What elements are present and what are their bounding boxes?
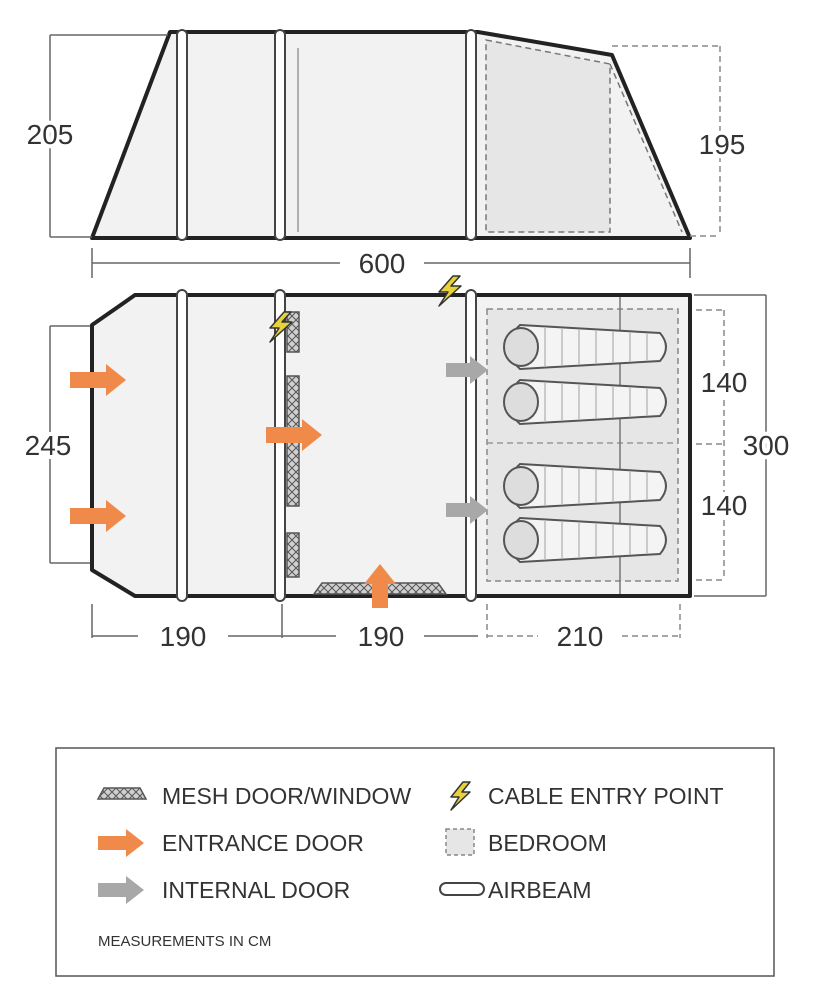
section-3-label: 210 [557,621,604,652]
mesh-window-1 [286,311,300,353]
bedroom-bottom-width-label: 140 [701,490,748,521]
entrance-arrow-2 [70,500,126,532]
width-left-label: 245 [25,430,72,461]
sleeping-bag-2 [503,378,667,426]
width-total-label: 300 [743,430,790,461]
entrance-arrow-3 [266,419,322,451]
section-2-label: 190 [358,621,405,652]
cable-entry-icon-1 [269,311,293,343]
legend-bedroom-label: BEDROOM [488,830,607,856]
plan-airbeam-1 [176,289,188,602]
plan-airbeam-2 [274,289,286,602]
cable-entry-icon-2 [438,275,462,307]
sleeping-bag-3 [503,462,667,510]
side-height-right-label: 195 [699,129,746,160]
side-height-left-label: 205 [27,119,74,150]
legend-entrance-icon [98,829,144,857]
legend-internal-label: INTERNAL DOOR [162,877,350,903]
legend-airbeam-label: AIRBEAM [488,877,592,903]
legend: MESH DOOR/WINDOW CABLE ENTRY POINT ENTRA… [55,747,775,977]
width-total-dimension [694,294,767,597]
mesh-window-3 [286,532,300,578]
side-view-bedroom-slope [609,63,683,233]
side-height-right-dimension [612,45,721,237]
side-airbeam-2 [274,29,286,241]
side-view-bedroom [485,39,611,233]
entrance-arrow-4 [364,564,396,608]
legend-cable-label: CABLE ENTRY POINT [488,783,724,809]
length-label: 600 [359,248,406,279]
legend-cable-icon [450,781,471,811]
side-airbeam-1 [176,29,188,241]
sleeping-bag-1 [503,323,667,371]
internal-arrow-1 [446,356,488,384]
legend-measurement-note: MEASUREMENTS IN CM [98,933,271,950]
bedroom-width-dimension [696,309,725,581]
side-view: 205 195 600 [23,29,749,279]
legend-mesh-label: MESH DOOR/WINDOW [162,783,411,809]
legend-box [55,747,775,977]
section-3-dimension [486,604,681,638]
legend-airbeam-icon [439,882,485,896]
legend-entrance-label: ENTRANCE DOOR [162,830,364,856]
internal-arrow-2 [446,496,488,524]
legend-mesh-icon [96,787,148,800]
floor-plan: 245 300 140 140 [21,275,793,652]
width-left-dimension [49,325,90,564]
bedroom-top-width-label: 140 [701,367,748,398]
side-airbeam-3 [465,29,477,241]
plan-airbeam-3 [465,289,477,602]
legend-bedroom-icon [445,828,475,856]
legend-internal-icon [98,876,144,904]
section-1-label: 190 [160,621,207,652]
entrance-arrow-1 [70,364,126,396]
length-dimension [91,248,691,278]
side-height-left-dimension [49,34,168,238]
section-dimensions [91,604,478,638]
sleeping-bag-4 [503,516,667,564]
